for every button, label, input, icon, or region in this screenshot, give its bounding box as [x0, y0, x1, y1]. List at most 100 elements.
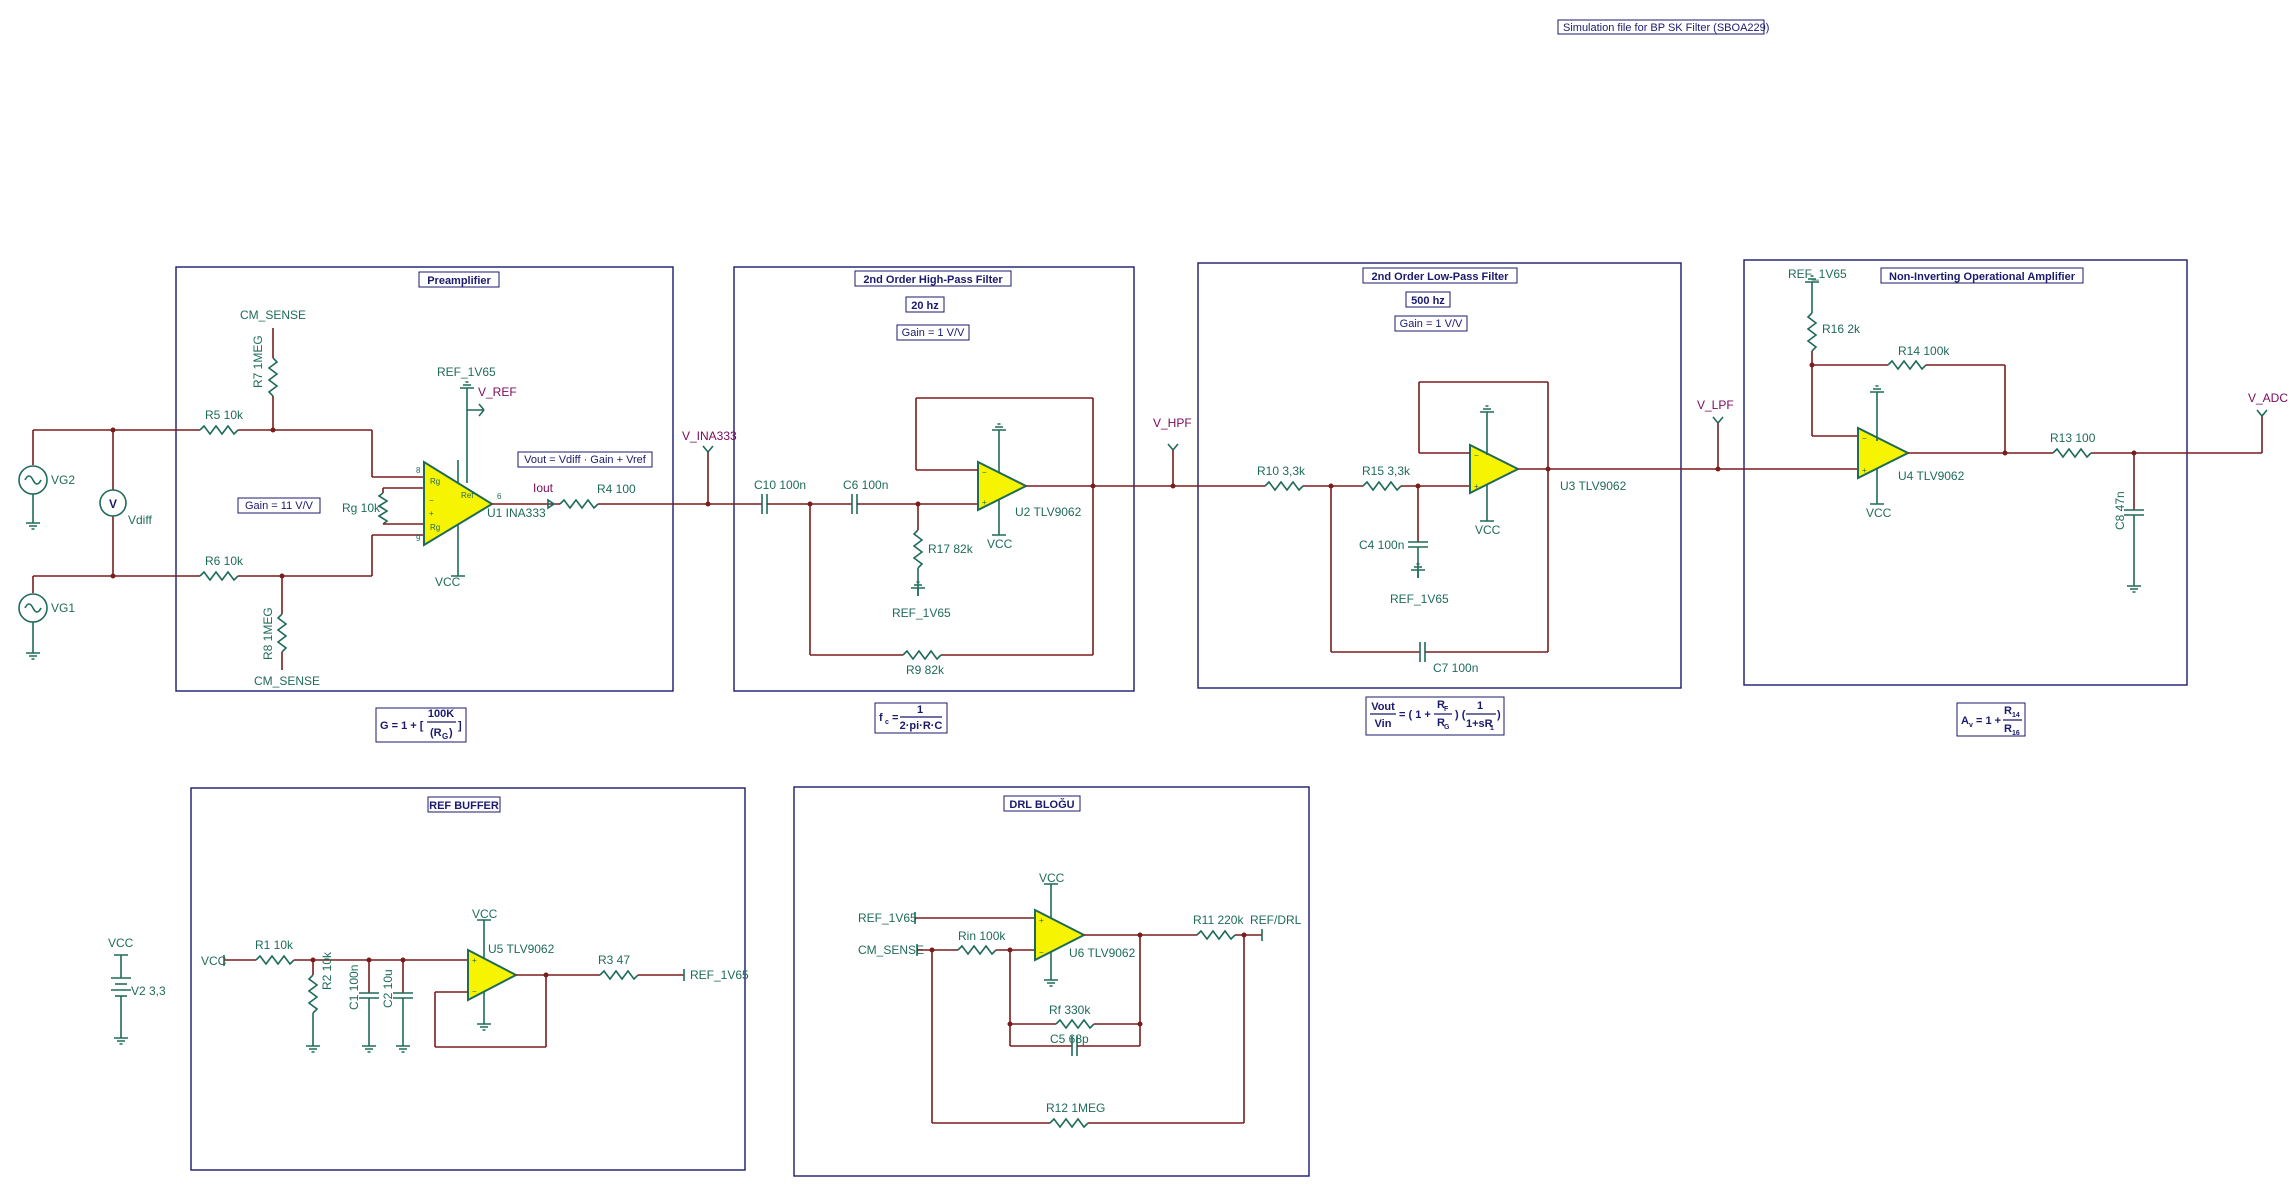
iout-label: Iout [533, 481, 554, 495]
r7-label: R7 1MEG [251, 335, 265, 388]
lpf-eq-numerator: Vout [1371, 701, 1395, 713]
v2-label: V2 3,3 [131, 984, 166, 998]
rin-label: Rin 100k [958, 929, 1006, 943]
high-pass-gain-note: Gain = 1 V/V [902, 327, 965, 339]
high-pass-cutoff-frequency: 20 hz [911, 300, 939, 312]
r6-label: R6 10k [205, 554, 244, 568]
non-inverting-amp-frame [1743, 259, 2188, 686]
high-pass-filter-title: 2nd Order High-Pass Filter [863, 274, 1003, 286]
r14-resistor[interactable] [1887, 359, 1927, 371]
u6-pin-minus: − [1039, 948, 1044, 957]
low-pass-gain-note: Gain = 1 V/V [1400, 318, 1463, 330]
rf-label: Rf 330k [1049, 1003, 1091, 1017]
c7-label: C7 100n [1433, 661, 1478, 675]
r3-label: R3 47 [598, 953, 630, 967]
u1-ref-1v65-label: REF_1V65 [437, 365, 496, 379]
hpf-eq-lhs-subscript: c [885, 719, 889, 726]
ref-buffer-vcc-input-label: VCC [201, 954, 227, 968]
r10-label: R10 3,3k [1257, 464, 1306, 478]
u2-tlv9062-amplifier[interactable] [977, 460, 1029, 512]
r2-label: R2 10k [320, 951, 334, 990]
vg1-source[interactable]: VG1 [18, 575, 113, 660]
u1-pin-8: 8 [416, 466, 421, 475]
u3-label: U3 TLV9062 [1560, 479, 1627, 493]
u5-pin-minus: − [472, 987, 477, 996]
low-pass-filter-title: 2nd Order Low-Pass Filter [1372, 271, 1510, 283]
vdiff-voltmeter[interactable]: V Vdiff [99, 430, 152, 576]
u2-label: U2 TLV9062 [1015, 505, 1082, 519]
r15-label: R15 3,3k [1362, 464, 1411, 478]
lpf-eq-rg: R [1437, 717, 1445, 729]
u1-pin-rg-bottom: Rg [430, 523, 440, 532]
r4-resistor[interactable] [559, 498, 599, 510]
rin-resistor[interactable] [957, 944, 997, 956]
preamp-eq-numerator: 100K [428, 708, 454, 720]
r1-resistor[interactable] [255, 954, 295, 966]
header-note-text: Simulation file for BP SK Filter (SBOA22… [1563, 22, 1769, 34]
v-lpf-net-label: V_LPF [1697, 398, 1734, 412]
r3-resistor[interactable] [599, 969, 639, 981]
preamp-gain-equation: G = 1 + [ 100K (R G ) ] [375, 707, 467, 743]
lpf-eq-rf-subscript: F [1444, 706, 1449, 713]
u2-pin-minus: − [982, 468, 987, 477]
u6-tlv9062-amplifier[interactable] [1034, 908, 1087, 962]
vg2-label: VG2 [51, 473, 75, 487]
lpf-eq-denominator: Vin [1375, 718, 1392, 730]
u3-tlv9062-amplifier[interactable] [1469, 443, 1521, 495]
drl-block-title: DRL BLOĞU [1009, 798, 1074, 811]
c5-label: C5 68p [1050, 1032, 1089, 1046]
c1-label: C1 100n [347, 965, 361, 1010]
hpf-eq-denominator: 2·pi·R·C [900, 720, 943, 732]
rg-resistor[interactable] [377, 492, 389, 525]
r10-resistor[interactable] [1264, 480, 1304, 492]
r12-resistor[interactable] [1049, 1117, 1089, 1129]
r9-label: R9 82k [906, 663, 945, 677]
r11-resistor[interactable] [1196, 929, 1236, 941]
r8-label: R8 1MEG [261, 607, 275, 660]
v2-battery[interactable]: VCC V2 3,3 [108, 936, 166, 1045]
r6-resistor[interactable] [199, 570, 239, 582]
vg2-source[interactable]: VG2 [18, 429, 113, 530]
hpf-eq-numerator: 1 [917, 704, 923, 716]
u4-label: U4 TLV9062 [1898, 469, 1965, 483]
u4-tlv9062-amplifier[interactable] [1857, 426, 1911, 480]
u3-pin-minus: − [1474, 451, 1479, 460]
u1-pin-minus: − [429, 496, 434, 505]
drl-block-frame [793, 786, 1310, 1177]
u4-pin-minus: − [1862, 434, 1867, 443]
rf-resistor[interactable] [1055, 1018, 1095, 1030]
r16-label: R16 2k [1822, 322, 1861, 336]
lpf-transfer-equation: Vout Vin = ( 1 + R F R G ) ( 1 1+sR 1 ) [1365, 696, 1505, 736]
c8-label: C8 47n [2113, 491, 2127, 530]
u1-pin-rg-top: Rg [430, 477, 440, 486]
v-hpf-net-label: V_HPF [1153, 416, 1192, 430]
r16-resistor[interactable] [1806, 312, 1818, 352]
preamp-eq-lhs: G = 1 + [ [380, 720, 424, 732]
lpf-eq-rg-subscript: G [1444, 724, 1450, 731]
preamp-eq-den-subscript: G [442, 732, 448, 741]
r15-resistor[interactable] [1362, 480, 1402, 492]
non-inverting-amp-title: Non-Inverting Operational Amplifier [1889, 271, 2076, 283]
preamp-output-formula: Vout = Vdiff · Gain + Vref [524, 454, 647, 466]
r13-resistor[interactable] [2052, 447, 2092, 459]
u1-pin-6: 6 [497, 492, 502, 501]
r5-resistor[interactable] [199, 424, 239, 436]
r7-resistor[interactable] [267, 357, 279, 397]
r8-resistor[interactable] [276, 613, 288, 653]
preamp-eq-denominator: (R [430, 727, 442, 739]
r4-label: R4 100 [597, 482, 636, 496]
u4-vcc-label: VCC [1866, 506, 1892, 520]
u5-tlv9062-amplifier[interactable] [467, 948, 519, 1002]
r9-resistor[interactable] [902, 649, 942, 661]
v-ref-net-label: V_REF [478, 385, 517, 399]
lpf-eq-numerator-2: 1 [1477, 700, 1483, 712]
noninv-eq-num-subscript: 14 [2012, 712, 2020, 719]
r17-ref-1v65-label: REF_1V65 [892, 606, 951, 620]
ref-buffer-title: REF BUFFER [429, 800, 499, 812]
c2-label: C2 10u [381, 969, 395, 1008]
noninv-eq-lhs: A [1961, 715, 1969, 727]
u5-label: U5 TLV9062 [488, 942, 555, 956]
r17-resistor[interactable] [912, 529, 924, 569]
r2-resistor[interactable] [307, 974, 319, 1014]
